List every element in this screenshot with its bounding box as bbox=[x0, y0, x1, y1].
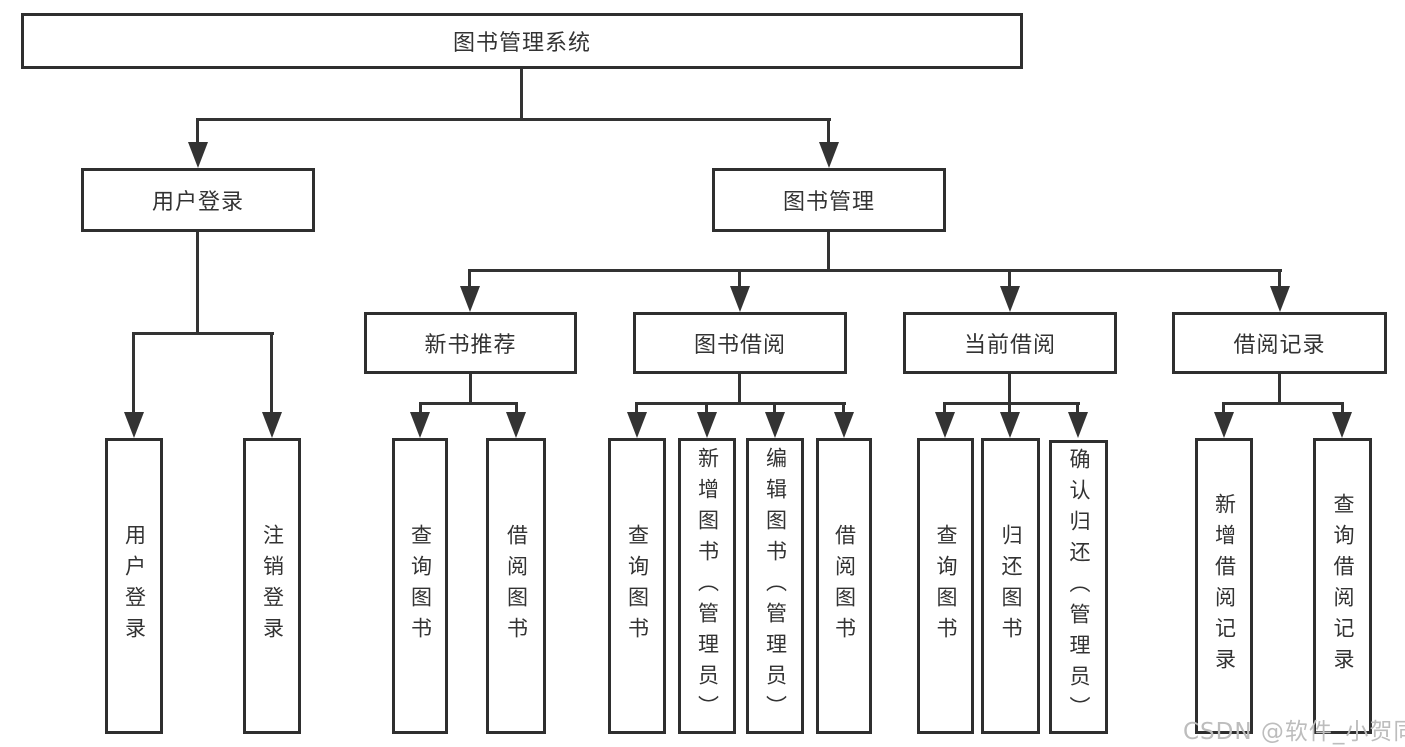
connector-drop-bb-edit bbox=[773, 402, 776, 414]
connector-drop-current-borrow bbox=[1008, 269, 1011, 291]
node-cb-query: 查询图书 bbox=[917, 438, 974, 734]
connector-user-login-stem bbox=[196, 232, 199, 335]
arrowhead-current-borrow bbox=[1000, 286, 1020, 312]
node-user-login-label: 用户登录 bbox=[151, 190, 244, 215]
connector-book-borrow-stem bbox=[738, 374, 741, 405]
connector-borrow-records-stem bbox=[1278, 374, 1281, 405]
node-br-add: 新增借阅记录 bbox=[1195, 438, 1253, 734]
connector-drop-cb-query bbox=[943, 402, 946, 414]
arrowhead-bb-edit bbox=[765, 412, 785, 438]
node-bb-query-label: 查询图书 bbox=[625, 524, 650, 648]
node-nbr-query: 查询图书 bbox=[392, 438, 448, 734]
connector-drop-login-leaf bbox=[132, 332, 135, 416]
connector-book-borrow-horizontal bbox=[636, 402, 846, 405]
node-book-mgmt: 图书管理 bbox=[712, 168, 946, 232]
arrowhead-book-borrow bbox=[730, 286, 750, 312]
connector-new-book-rec-horizontal bbox=[419, 402, 518, 405]
connector-drop-book-mgmt bbox=[827, 118, 830, 146]
node-logout-leaf-label: 注销登录 bbox=[260, 524, 285, 648]
arrowhead-cb-return bbox=[1000, 412, 1020, 438]
arrowhead-borrow-records bbox=[1270, 286, 1290, 312]
node-book-borrow-label: 图书借阅 bbox=[693, 333, 786, 358]
arrowhead-logout-leaf bbox=[262, 412, 282, 438]
node-cb-confirm-label: 确认归还（管理员） bbox=[1067, 447, 1091, 727]
node-current-borrow: 当前借阅 bbox=[903, 312, 1117, 374]
connector-borrow-records-horizontal bbox=[1223, 402, 1344, 405]
node-bb-borrow-label: 借阅图书 bbox=[832, 524, 857, 648]
node-cb-confirm: 确认归还（管理员） bbox=[1049, 440, 1108, 734]
node-bb-edit-label: 编辑图书（管理员） bbox=[763, 446, 788, 726]
arrowhead-new-book-rec bbox=[460, 286, 480, 312]
node-bb-borrow: 借阅图书 bbox=[816, 438, 872, 734]
connector-book-mgmt-stem bbox=[827, 232, 830, 272]
connector-current-borrow-horizontal bbox=[944, 402, 1080, 405]
node-root: 图书管理系统 bbox=[21, 13, 1023, 69]
node-borrow-records: 借阅记录 bbox=[1172, 312, 1387, 374]
node-cb-query-label: 查询图书 bbox=[934, 524, 958, 648]
node-book-borrow: 图书借阅 bbox=[633, 312, 847, 374]
arrowhead-nbr-borrow bbox=[506, 412, 526, 438]
arrowhead-bb-borrow bbox=[834, 412, 854, 438]
node-root-label: 图书管理系统 bbox=[452, 31, 591, 56]
connector-new-book-rec-stem bbox=[469, 374, 472, 405]
connector-current-borrow-stem bbox=[1008, 374, 1011, 405]
arrowhead-login-leaf bbox=[124, 412, 144, 438]
arrowhead-br-query bbox=[1332, 412, 1352, 438]
connector-drop-bb-borrow bbox=[842, 402, 845, 414]
arrowhead-user-login bbox=[188, 142, 208, 168]
connector-drop-borrow-records bbox=[1278, 269, 1281, 291]
node-current-borrow-label: 当前借阅 bbox=[963, 333, 1056, 358]
connector-level2-horizontal bbox=[469, 269, 1282, 272]
arrowhead-nbr-query bbox=[410, 412, 430, 438]
connector-drop-br-add bbox=[1222, 402, 1225, 414]
connector-drop-cb-confirm bbox=[1076, 402, 1079, 414]
connector-drop-nbr-query bbox=[419, 402, 422, 414]
connector-drop-user-login bbox=[196, 118, 199, 146]
node-login-leaf: 用户登录 bbox=[105, 438, 163, 734]
node-br-query: 查询借阅记录 bbox=[1313, 438, 1372, 734]
node-logout-leaf: 注销登录 bbox=[243, 438, 301, 734]
node-login-leaf-label: 用户登录 bbox=[122, 524, 147, 648]
node-new-book-rec: 新书推荐 bbox=[364, 312, 577, 374]
node-bb-edit: 编辑图书（管理员） bbox=[746, 438, 804, 734]
node-borrow-records-label: 借阅记录 bbox=[1233, 333, 1326, 358]
connector-drop-cb-return bbox=[1008, 402, 1011, 414]
node-bb-add: 新增图书（管理员） bbox=[678, 438, 736, 734]
node-cb-return-label: 归还图书 bbox=[999, 524, 1023, 648]
arrowhead-cb-query bbox=[935, 412, 955, 438]
node-new-book-rec-label: 新书推荐 bbox=[424, 333, 517, 358]
connector-drop-book-borrow bbox=[738, 269, 741, 291]
connector-drop-bb-add bbox=[705, 402, 708, 414]
node-book-mgmt-label: 图书管理 bbox=[782, 190, 875, 215]
csdn-watermark: CSDN @软件_小贺同学 bbox=[1183, 719, 1405, 745]
arrowhead-br-add bbox=[1214, 412, 1234, 438]
node-br-query-label: 查询借阅记录 bbox=[1331, 493, 1355, 679]
node-nbr-query-label: 查询图书 bbox=[408, 524, 433, 648]
node-nbr-borrow: 借阅图书 bbox=[486, 438, 546, 734]
arrowhead-bb-query bbox=[627, 412, 647, 438]
node-br-add-label: 新增借阅记录 bbox=[1212, 493, 1237, 679]
arrowhead-cb-confirm bbox=[1068, 412, 1088, 438]
node-nbr-borrow-label: 借阅图书 bbox=[504, 524, 529, 648]
arrowhead-bb-add bbox=[697, 412, 717, 438]
node-bb-query: 查询图书 bbox=[608, 438, 666, 734]
node-user-login: 用户登录 bbox=[81, 168, 315, 232]
connector-user-login-horizontal bbox=[132, 332, 274, 335]
connector-root-stem bbox=[520, 69, 523, 121]
connector-drop-logout-leaf bbox=[270, 332, 273, 416]
connector-drop-bb-query bbox=[635, 402, 638, 414]
connector-drop-nbr-borrow bbox=[515, 402, 518, 414]
connector-drop-br-query bbox=[1341, 402, 1344, 414]
arrowhead-book-mgmt bbox=[819, 142, 839, 168]
node-cb-return: 归还图书 bbox=[981, 438, 1040, 734]
node-bb-add-label: 新增图书（管理员） bbox=[695, 446, 720, 726]
connector-drop-new-book-rec bbox=[468, 269, 471, 291]
connector-level1-horizontal bbox=[196, 118, 831, 121]
